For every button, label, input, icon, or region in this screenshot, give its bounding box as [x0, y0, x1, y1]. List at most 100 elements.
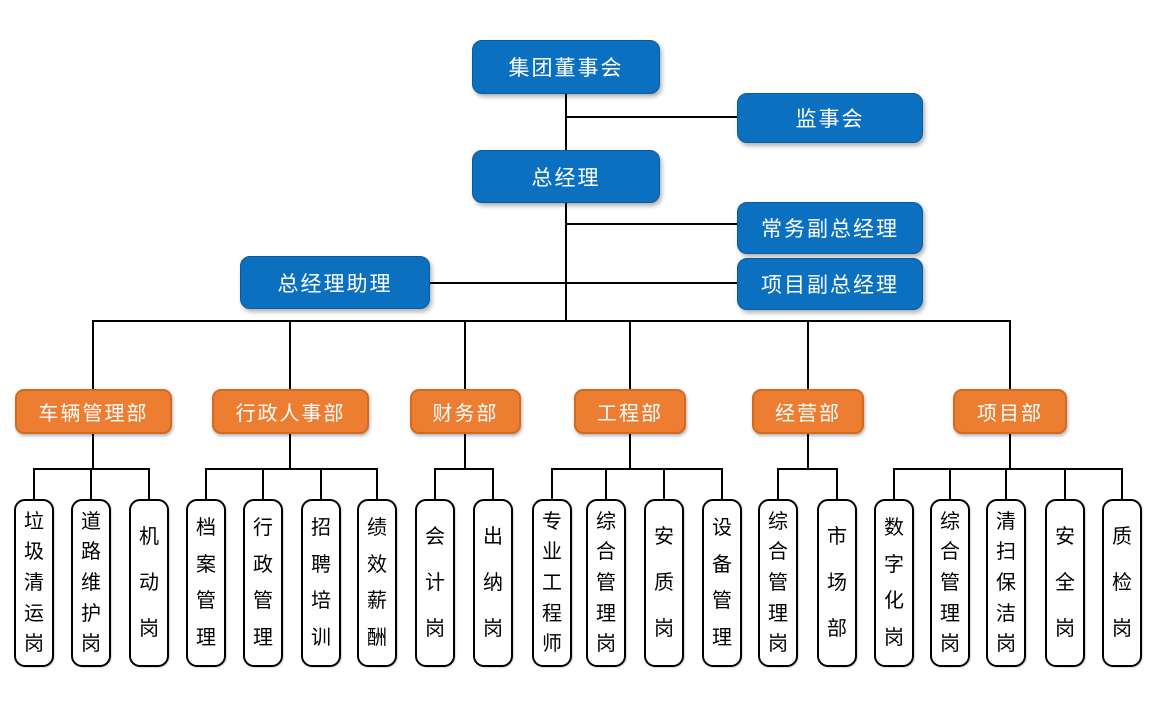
connector-line: [551, 468, 723, 470]
position-box: 专业工程师: [532, 499, 572, 667]
dept-project: 项目部: [953, 389, 1067, 434]
position-label: 安全岗: [1055, 526, 1075, 640]
connector-line: [605, 468, 607, 500]
dept-label: 财务部: [432, 403, 499, 425]
connector-line: [807, 434, 809, 469]
connector-line: [320, 468, 322, 500]
connector-line: [893, 468, 895, 500]
node-supervisory-board: 监事会: [737, 93, 923, 143]
connector-line: [90, 468, 92, 500]
position-label: 综合管理岗: [768, 510, 788, 656]
dept-admin-hr: 行政人事部: [212, 389, 369, 434]
dept-engineering: 工程部: [574, 389, 686, 434]
node-project-deputy-gm-label: 项目副总经理: [761, 274, 899, 297]
dept-finance: 财务部: [410, 389, 521, 434]
connector-line: [376, 468, 378, 500]
position-label: 设备管理: [712, 516, 732, 650]
position-box: 招聘培训: [301, 499, 341, 667]
position-box: 综合管理岗: [758, 499, 798, 667]
position-label: 会计岗: [425, 526, 445, 640]
position-label: 道路维护岗: [81, 510, 101, 656]
dept-label: 经营部: [775, 403, 841, 425]
position-box: 质检岗: [1102, 499, 1142, 667]
position-label: 质检岗: [1112, 526, 1132, 640]
connector-line: [289, 320, 291, 390]
connector-line: [492, 468, 494, 500]
connector-line: [1005, 468, 1007, 500]
connector-line: [629, 434, 631, 469]
position-box: 安全岗: [1045, 499, 1085, 667]
connector-line: [566, 223, 738, 225]
connector-line: [1121, 468, 1123, 500]
connector-line: [33, 468, 35, 500]
position-label: 专业工程师: [542, 510, 562, 656]
position-box: 行政管理: [243, 499, 283, 667]
position-box: 综合管理岗: [586, 499, 626, 667]
position-label: 招聘培训: [311, 516, 331, 650]
connector-line: [551, 468, 553, 500]
connector-line: [807, 320, 809, 390]
position-box: 数字化岗: [874, 499, 914, 667]
connector-line: [205, 468, 378, 470]
position-box: 机动岗: [129, 499, 169, 667]
position-label: 市场部: [827, 526, 847, 640]
position-label: 安质岗: [654, 526, 674, 640]
node-project-deputy-gm: 项目副总经理: [737, 258, 923, 310]
position-label: 数字化岗: [884, 516, 904, 650]
connector-line: [464, 434, 466, 469]
connector-line: [434, 468, 436, 500]
position-box: 绩效薪酬: [357, 499, 397, 667]
connector-line: [663, 468, 665, 500]
position-label: 机动岗: [139, 526, 159, 640]
position-box: 清扫保洁岗: [986, 499, 1026, 667]
connector-line: [836, 468, 838, 500]
position-box: 垃圾清运岗: [14, 499, 54, 667]
position-label: 垃圾清运岗: [24, 510, 44, 656]
connector-line: [565, 200, 567, 321]
connector-line: [629, 320, 631, 390]
node-gm-assistant-label: 总经理助理: [277, 272, 393, 296]
position-label: 档案管理: [196, 516, 216, 650]
position-label: 出纳岗: [483, 526, 503, 640]
dept-operations: 经营部: [752, 389, 864, 434]
position-box: 档案管理: [186, 499, 226, 667]
connector-line: [893, 468, 1123, 470]
position-label: 行政管理: [253, 516, 273, 650]
position-label: 综合管理岗: [940, 510, 960, 656]
node-board-label: 集团董事会: [508, 57, 624, 80]
position-label: 清扫保洁岗: [996, 510, 1016, 656]
node-gm-assistant: 总经理助理: [240, 256, 430, 309]
connector-line: [949, 468, 951, 500]
node-general-manager-label: 总经理: [531, 166, 601, 190]
connector-line: [262, 468, 264, 500]
position-box: 道路维护岗: [71, 499, 111, 667]
connector-line: [1064, 468, 1066, 500]
connector-line: [565, 92, 567, 151]
connector-line: [92, 434, 94, 469]
position-box: 会计岗: [415, 499, 455, 667]
connector-line: [1009, 320, 1011, 390]
dept-vehicle-management: 车辆管理部: [15, 389, 172, 434]
connector-line: [289, 434, 291, 469]
connector-line: [427, 282, 738, 284]
connector-line: [721, 468, 723, 500]
connector-line: [777, 468, 779, 500]
connector-line: [434, 468, 494, 470]
connector-line: [566, 116, 738, 118]
node-executive-deputy-gm: 常务副总经理: [737, 202, 923, 254]
position-box: 安质岗: [644, 499, 684, 667]
connector-line: [777, 468, 838, 470]
node-general-manager: 总经理: [472, 150, 660, 203]
position-box: 综合管理岗: [930, 499, 970, 667]
position-label: 绩效薪酬: [367, 516, 387, 650]
position-box: 市场部: [817, 499, 857, 667]
node-board: 集团董事会: [472, 40, 660, 94]
node-supervisory-board-label: 监事会: [795, 108, 865, 131]
connector-line: [92, 320, 94, 390]
connector-line: [92, 320, 1011, 322]
position-label: 综合管理岗: [596, 510, 616, 656]
connector-line: [148, 468, 150, 500]
dept-label: 车辆管理部: [38, 403, 149, 425]
connector-line: [464, 320, 466, 390]
